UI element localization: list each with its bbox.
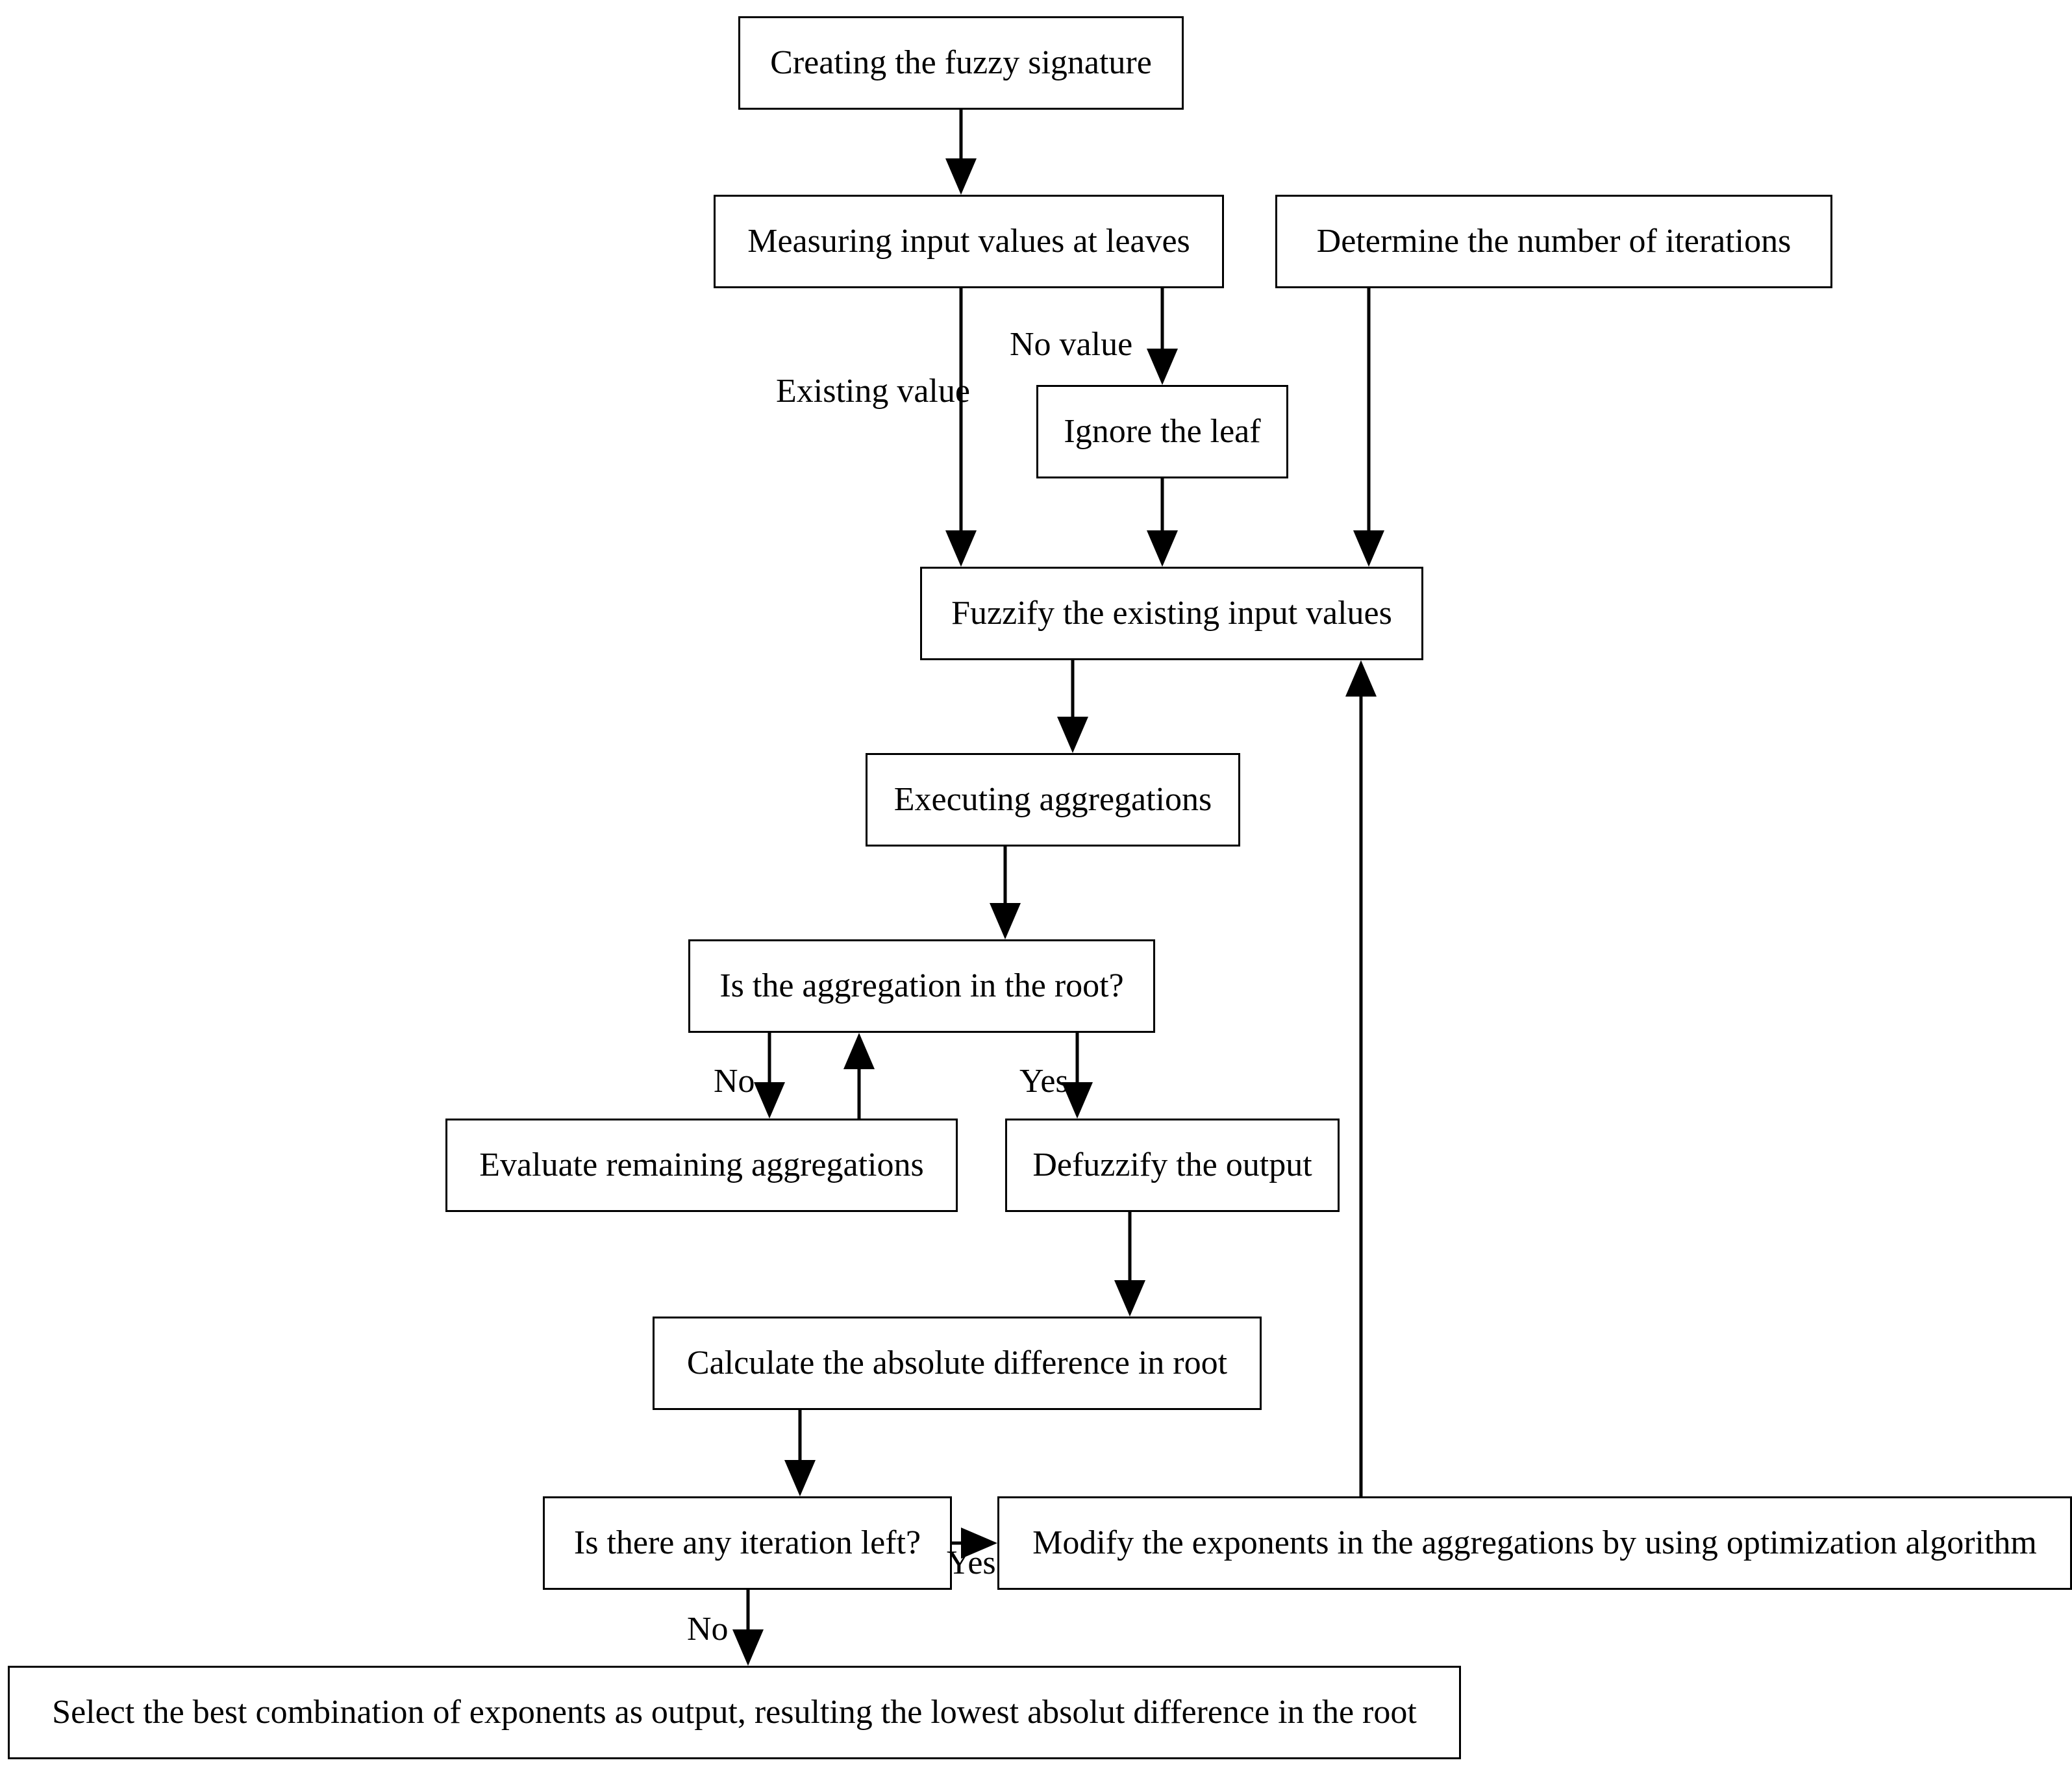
node-label: Ignore the leaf bbox=[1064, 413, 1261, 451]
edge-determine-to-fuzzify bbox=[1353, 288, 1384, 567]
node-label: Calculate the absolute difference in roo… bbox=[686, 1344, 1228, 1382]
edge-label-iteration-yes: Yes bbox=[947, 1544, 996, 1581]
edge-defuzzify-to-calculate bbox=[1114, 1212, 1145, 1317]
node-label: Measuring input values at leaves bbox=[747, 223, 1190, 260]
edge-label-existing-value: Existing value bbox=[776, 373, 970, 410]
node-defuzzify-output[interactable]: Defuzzify the output bbox=[1005, 1119, 1340, 1212]
node-label: Defuzzify the output bbox=[1032, 1146, 1312, 1184]
node-label: Evaluate remaining aggregations bbox=[479, 1146, 924, 1184]
edge-execute-to-root bbox=[990, 847, 1021, 939]
node-label: Modify the exponents in the aggregations… bbox=[1032, 1524, 2037, 1562]
edge-fuzzify-to-execute bbox=[1057, 660, 1088, 753]
node-select-best[interactable]: Select the best combination of exponents… bbox=[8, 1666, 1461, 1759]
node-label: Executing aggregations bbox=[893, 781, 1212, 819]
edge-ignore-to-fuzzify bbox=[1147, 478, 1178, 567]
node-aggregation-in-root[interactable]: Is the aggregation in the root? bbox=[688, 939, 1155, 1033]
node-label: Fuzzify the existing input values bbox=[951, 595, 1392, 632]
node-label: Select the best combination of exponents… bbox=[52, 1694, 1417, 1731]
node-measure-inputs[interactable]: Measuring input values at leaves bbox=[714, 195, 1224, 288]
node-iteration-left[interactable]: Is there any iteration left? bbox=[543, 1496, 952, 1590]
edge-modify-back-to-fuzzify bbox=[1345, 660, 1377, 1496]
node-label: Is the aggregation in the root? bbox=[719, 967, 1124, 1005]
edge-root-no-to-evaluate bbox=[754, 1033, 785, 1119]
node-evaluate-remaining[interactable]: Evaluate remaining aggregations bbox=[445, 1119, 958, 1212]
node-ignore-leaf[interactable]: Ignore the leaf bbox=[1036, 385, 1288, 478]
edge-label-no-value: No value bbox=[1010, 326, 1133, 363]
node-label: Is there any iteration left? bbox=[573, 1524, 921, 1562]
edge-calculate-to-iteration bbox=[784, 1410, 816, 1496]
node-create-signature[interactable]: Creating the fuzzy signature bbox=[738, 16, 1184, 110]
node-modify-exponents[interactable]: Modify the exponents in the aggregations… bbox=[997, 1496, 2072, 1590]
edge-label-root-yes: Yes bbox=[1019, 1063, 1069, 1100]
edge-iteration-no-to-select bbox=[732, 1590, 764, 1666]
edge-measure-to-ignore bbox=[1147, 288, 1178, 385]
node-calculate-difference[interactable]: Calculate the absolute difference in roo… bbox=[653, 1317, 1262, 1410]
edge-label-iteration-no: No bbox=[687, 1611, 729, 1648]
node-label: Determine the number of iterations bbox=[1316, 223, 1791, 260]
edge-measure-to-fuzzify bbox=[945, 288, 977, 567]
node-fuzzify-inputs[interactable]: Fuzzify the existing input values bbox=[920, 567, 1423, 660]
edge-evaluate-back-to-root bbox=[843, 1033, 875, 1119]
edge-label-root-no: No bbox=[714, 1063, 755, 1100]
node-execute-aggregations[interactable]: Executing aggregations bbox=[866, 753, 1240, 847]
edge-create-to-measure bbox=[945, 110, 977, 195]
node-label: Creating the fuzzy signature bbox=[770, 44, 1152, 82]
node-determine-iterations[interactable]: Determine the number of iterations bbox=[1275, 195, 1832, 288]
